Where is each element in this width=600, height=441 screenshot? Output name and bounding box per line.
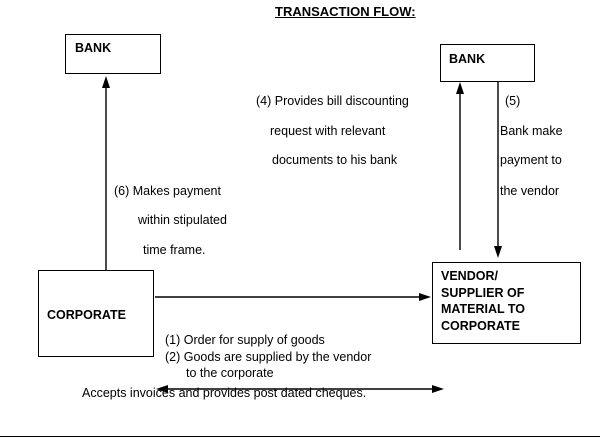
corporate-box: CORPORATE — [38, 270, 154, 357]
step5-line4: the vendor — [500, 184, 560, 198]
bank-left-box: BANK — [65, 34, 161, 74]
bank-right-label: BANK — [449, 52, 486, 66]
step4-line2: request with relevant — [270, 124, 386, 138]
step6-line1: (6) Makes payment — [114, 184, 221, 198]
vendor-label-line: SUPPLIER OF — [441, 285, 525, 300]
arrowhead-up-right — [456, 82, 464, 94]
step2-line1: (2) Goods are supplied by the vendor — [165, 350, 372, 364]
step4-line1: (4) Provides bill discounting — [256, 94, 409, 108]
step1-text: (1) Order for supply of goods — [165, 333, 325, 347]
bottom-divider — [0, 436, 600, 437]
corporate-label: CORPORATE — [47, 308, 126, 322]
step5-line1: (5) — [505, 94, 521, 108]
step4-line3: documents to his bank — [272, 153, 398, 167]
arrowhead-up-left — [102, 76, 110, 88]
bank-left-label: BANK — [75, 41, 112, 55]
vendor-label-line: MATERIAL TO — [441, 302, 526, 316]
vendor-label-line: VENDOR/ — [441, 269, 498, 283]
step6-line3: time frame. — [143, 243, 206, 257]
step3-text: Accepts invoices and provides post dated… — [82, 386, 367, 400]
vendor-label-line: CORPORATE — [441, 318, 520, 333]
arrowhead-left-bottom — [156, 385, 168, 393]
step2-line2: to the corporate — [186, 366, 274, 380]
diagram-title: TRANSACTION FLOW: — [275, 4, 416, 19]
step5-line3: payment to — [500, 153, 562, 167]
vendor-box: VENDOR/ SUPPLIER OF MATERIAL TO CORPORAT… — [432, 262, 581, 344]
arrowhead-down-right — [494, 246, 502, 258]
bank-right-box: BANK — [440, 44, 535, 82]
arrowhead-right-bottom — [432, 385, 444, 393]
step5-line2: Bank make — [500, 124, 563, 138]
step6-line2: within stipulated — [138, 213, 227, 227]
arrowhead-right-main — [419, 293, 431, 301]
